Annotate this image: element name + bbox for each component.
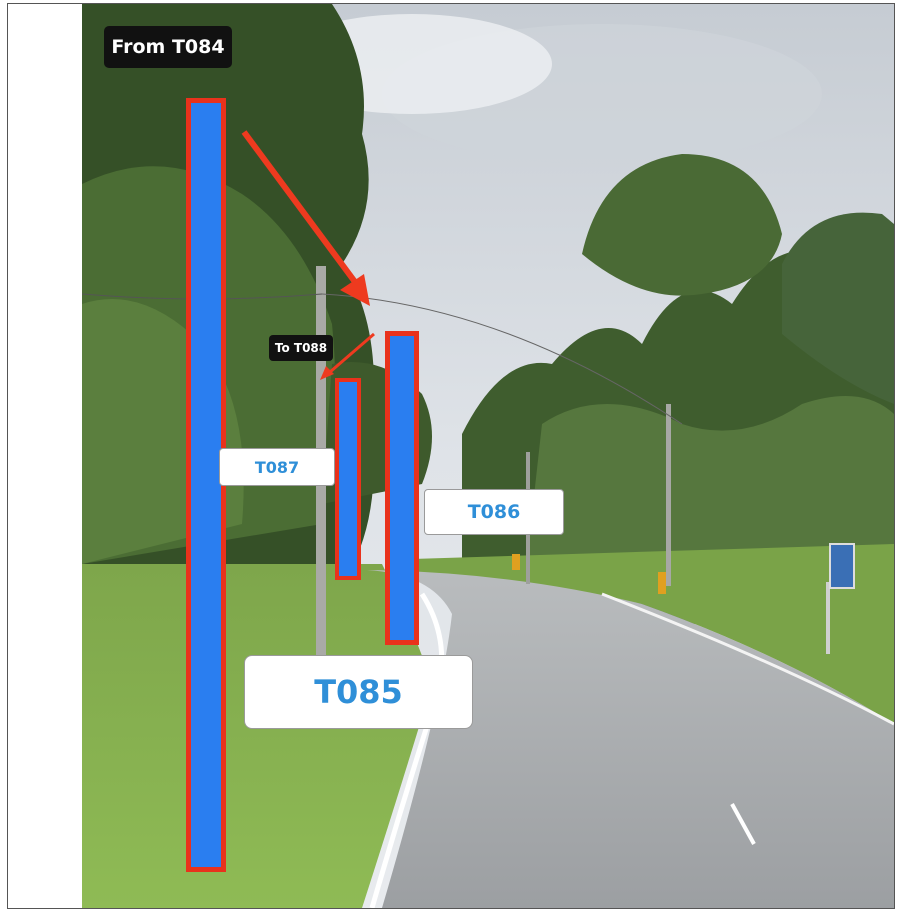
street-photo [82, 4, 894, 908]
utility-pole-right [666, 404, 671, 586]
pole-bar-t087 [335, 378, 361, 580]
pole-label-t086: T086 [424, 489, 564, 535]
pole-label-t085: T085 [244, 655, 473, 729]
road-sign [829, 543, 855, 589]
right-grass [412, 544, 894, 724]
to-label: To T088 [269, 335, 333, 361]
from-label: From T084 [104, 26, 232, 68]
pole-bar-t086 [385, 331, 419, 645]
road [367, 570, 894, 908]
pole-label-t087: T087 [219, 448, 335, 486]
left-grass [82, 564, 432, 908]
